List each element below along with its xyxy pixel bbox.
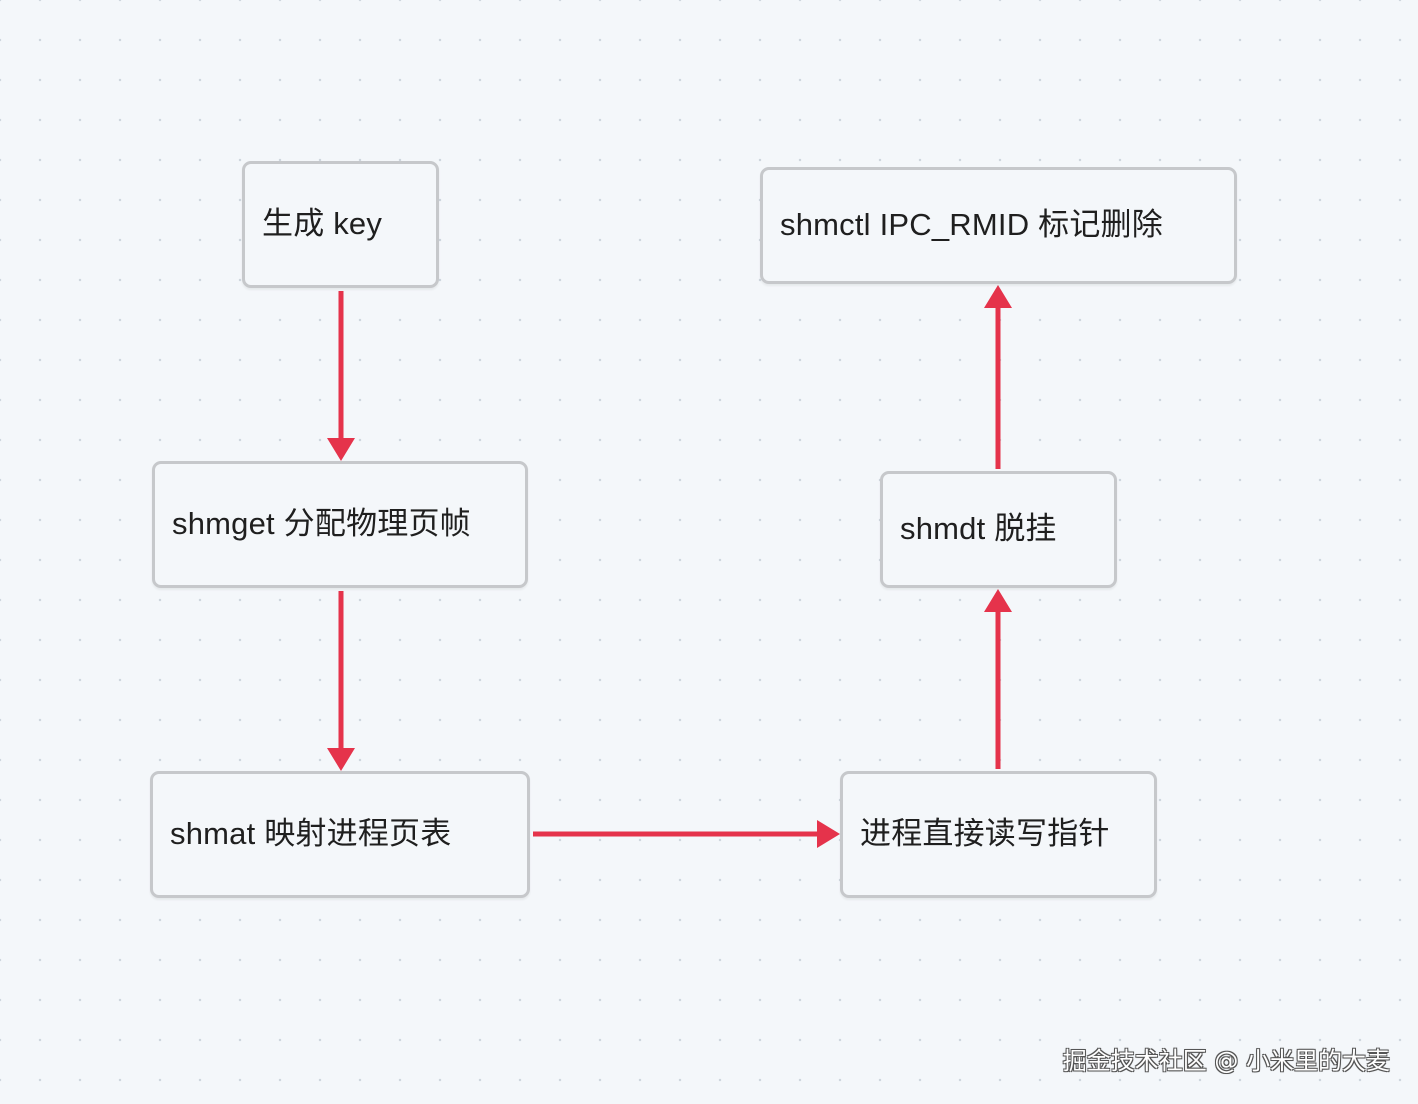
edge-n2-n3 [327,591,355,771]
node-label: shmat 映射进程页表 [170,816,452,851]
node-shmctl-rmid[interactable]: shmctl IPC_RMID 标记删除 [760,167,1237,284]
edge-n1-n2 [327,291,355,461]
node-label: 生成 key [262,206,383,241]
node-label: shmctl IPC_RMID 标记删除 [780,207,1163,242]
edge-n3-n4 [533,820,840,848]
node-shmat[interactable]: shmat 映射进程页表 [150,771,530,898]
node-label: shmdt 脱挂 [900,511,1057,546]
node-generate-key[interactable]: 生成 key [242,161,439,288]
edge-n4-n5 [984,589,1012,769]
node-direct-read-write[interactable]: 进程直接读写指针 [840,771,1157,898]
node-label: shmget 分配物理页帧 [172,506,471,541]
watermark: 掘金技术社区 @ 小米里的大麦 [1062,1047,1390,1075]
node-label: 进程直接读写指针 [860,816,1110,851]
edge-n5-n6 [984,285,1012,469]
node-shmget[interactable]: shmget 分配物理页帧 [152,461,528,588]
node-shmdt[interactable]: shmdt 脱挂 [880,471,1117,588]
